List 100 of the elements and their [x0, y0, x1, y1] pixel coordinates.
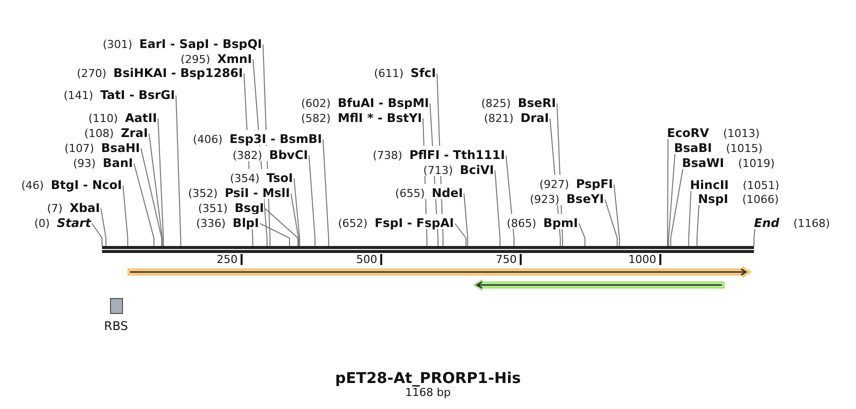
- enzyme-name: ZraI: [120, 126, 148, 140]
- leader-line: [688, 190, 692, 246]
- leader-line: [668, 152, 676, 246]
- leader-line: [308, 155, 316, 246]
- site-position: (336): [196, 217, 226, 230]
- site-position: (602): [301, 97, 331, 110]
- enzyme-name: PflFI - Tth111I: [409, 148, 505, 162]
- site-position: (738): [372, 149, 402, 162]
- site-position: (923): [530, 193, 560, 206]
- site-position: (7): [47, 202, 63, 215]
- enzyme-name: SfcI: [410, 66, 436, 80]
- site-position: (865): [506, 217, 536, 230]
- leader-line: [148, 133, 163, 246]
- enzyme-name: MflI * - BstYI: [338, 111, 422, 125]
- enzyme-name: BseYI: [566, 192, 604, 206]
- enzyme-name: EarI - SapI - BspQI: [139, 37, 262, 51]
- site-position: (927): [539, 178, 570, 191]
- scale-label: 250: [216, 253, 238, 266]
- enzyme-name: BsiHKAI - Bsp1286I: [113, 66, 243, 80]
- site-position: (270): [76, 67, 106, 80]
- leader-line: [494, 170, 500, 246]
- leader-line: [578, 223, 586, 246]
- enzyme-name: BsaWI: [682, 156, 724, 170]
- enzyme-name: BbvCI: [269, 148, 308, 162]
- leader-line: [290, 193, 299, 246]
- site-position: (713): [423, 164, 453, 177]
- map-title: pET28-At_PRORP1-His: [334, 369, 522, 387]
- site-position: (652): [338, 217, 368, 230]
- site-position: (382): [232, 149, 262, 162]
- enzyme-name: PsiI - MslI: [224, 186, 290, 200]
- enzyme-name: BtgI - NcoI: [50, 178, 122, 192]
- leader-line: [264, 208, 298, 246]
- leader-line: [122, 185, 128, 246]
- site-position: (655): [395, 187, 425, 200]
- site-position: (108): [84, 127, 114, 140]
- feature-label: RBS: [104, 319, 128, 333]
- leader-line: [134, 163, 154, 246]
- leader-line: [322, 139, 330, 246]
- enzyme-name: Start: [56, 216, 91, 230]
- site-position: (406): [192, 133, 223, 146]
- enzyme-name: TsoI: [266, 171, 293, 185]
- scale-label: 500: [356, 253, 378, 266]
- leader-line: [667, 138, 668, 246]
- site-position: (821): [484, 112, 514, 125]
- leader-line: [140, 148, 162, 246]
- leader-line: [614, 184, 620, 246]
- leader-line: [454, 223, 466, 246]
- sequence-bar: [102, 246, 754, 253]
- site-position: (825): [481, 97, 511, 110]
- enzyme-name: BfuAI - BspMI: [338, 96, 429, 110]
- site-position: (1051): [742, 179, 780, 192]
- site-position: (301): [102, 38, 132, 51]
- enzyme-name: BsaBI: [674, 141, 712, 155]
- leader-line: [176, 95, 182, 246]
- leader-line: [92, 223, 102, 246]
- enzyme-name: XbaI: [70, 201, 100, 215]
- site-position: (1066): [742, 193, 779, 206]
- scale-label: 750: [496, 253, 517, 266]
- leader-line: [158, 118, 164, 246]
- enzyme-name: BpmI: [543, 216, 578, 230]
- enzyme-name: HincII: [690, 178, 729, 192]
- leader-line: [294, 178, 300, 246]
- site-position: (1019): [738, 157, 775, 170]
- scale-label: 1000: [628, 253, 656, 266]
- site-position: (141): [64, 89, 94, 102]
- enzyme-name: BanI: [102, 156, 133, 170]
- site-position: (295): [180, 53, 210, 66]
- enzyme-name: FspI - FspAI: [374, 216, 454, 230]
- leader-line: [754, 228, 756, 246]
- enzyme-name: NdeI: [432, 186, 463, 200]
- enzyme-name: AatII: [124, 111, 157, 125]
- enzyme-name: BsaHI: [101, 141, 140, 155]
- enzyme-name: End: [754, 216, 780, 230]
- enzyme-name: TatI - BsrGI: [100, 88, 175, 102]
- site-position: (0): [34, 217, 50, 230]
- site-position: (46): [21, 179, 44, 192]
- enzyme-name: BsgI: [234, 201, 264, 215]
- site-position: (107): [64, 142, 94, 155]
- leader-line: [670, 168, 684, 246]
- site-position: (582): [301, 112, 331, 125]
- site-position: (611): [374, 67, 404, 80]
- site-position: (110): [88, 112, 118, 125]
- enzyme-name: BciVI: [460, 163, 494, 177]
- leader-line: [260, 223, 290, 246]
- site-position: (352): [188, 187, 218, 200]
- site-position: (93): [73, 157, 96, 170]
- enzyme-name: PspFI: [576, 177, 613, 191]
- leader-line: [464, 193, 468, 246]
- enzyme-name: DraI: [520, 111, 549, 125]
- site-position: (1013): [723, 127, 760, 140]
- site-position: (354): [230, 172, 260, 185]
- leader-line: [696, 204, 700, 246]
- site-position: (351): [198, 202, 228, 215]
- enzyme-name: XmnI: [217, 52, 252, 66]
- enzyme-name: BlpI: [232, 216, 259, 230]
- sequence-length: 1168 bp: [405, 386, 451, 399]
- leader-line: [604, 199, 618, 246]
- enzyme-name: BseRI: [518, 96, 556, 110]
- enzyme-name: NspI: [698, 192, 728, 206]
- leader-line: [100, 208, 106, 246]
